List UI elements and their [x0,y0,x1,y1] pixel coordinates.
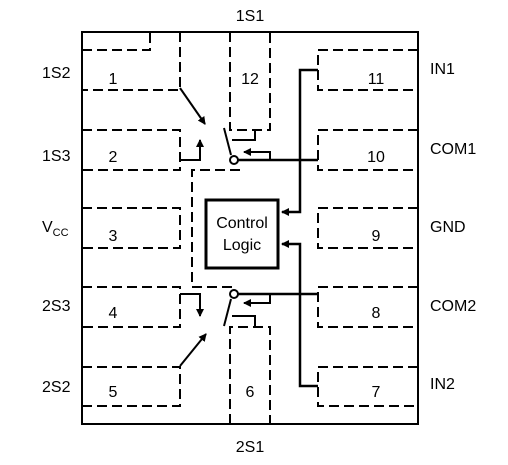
pin-4: 4 [109,305,118,322]
label-2s1: 2S1 [236,439,265,456]
pad-7 [317,366,418,407]
pin-2: 2 [109,149,118,166]
pad-5 [82,366,181,407]
logic-enclosure [191,169,240,288]
pin-12: 12 [241,71,259,88]
pad-12 [229,32,271,131]
pad-2 [82,129,181,171]
label-1s2: 1S2 [42,65,71,82]
pad-3 [82,207,181,249]
pin-8: 8 [372,305,381,322]
label-2s3: 2S3 [42,298,71,315]
pad-6 [229,326,271,424]
pad-1 [82,32,181,91]
pin-9: 9 [372,228,381,245]
label-1s1: 1S1 [236,8,265,25]
in1-line [281,68,318,216]
package-outline [81,31,419,425]
switch-2 [179,289,318,367]
switch-1 [179,87,318,165]
pad-10 [317,129,418,171]
pad-8 [317,286,418,328]
pad-4 [82,286,181,328]
label-com1: COM1 [430,141,476,158]
pin-7: 7 [372,384,381,401]
control-logic-line1: Control [216,215,268,232]
label-in2: IN2 [430,376,455,393]
label-in1: IN1 [430,61,455,78]
label-1s3: 1S3 [42,148,71,165]
pin-3: 3 [109,228,118,245]
switch-1-pivot [229,155,239,165]
pin-5: 5 [109,384,118,401]
switch-2-pivot [229,289,239,299]
control-logic-line2: Logic [223,237,261,254]
pad-9 [317,207,418,249]
label-vcc: VCC [42,219,69,239]
label-2s2: 2S2 [42,379,71,396]
label-com2: COM2 [430,298,476,315]
pin-1: 1 [109,71,118,88]
in2-line [281,240,318,388]
pin-11: 11 [368,71,385,88]
pin-10: 10 [367,149,385,166]
label-gnd: GND [430,219,466,236]
control-logic-box [204,198,280,270]
vcc-subscript: CC [53,227,69,239]
pin-6: 6 [246,384,255,401]
